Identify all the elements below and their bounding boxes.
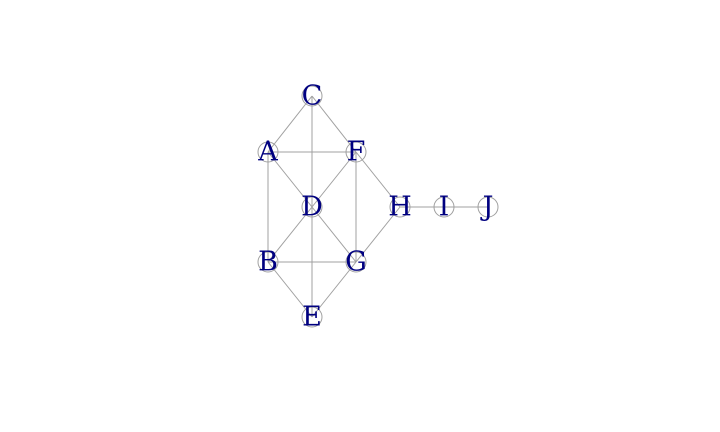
node-circle	[477, 196, 499, 218]
node-label: G	[345, 247, 367, 278]
edge-g-e	[311, 261, 357, 318]
node-circle	[433, 196, 455, 218]
edge-c-f	[311, 95, 357, 153]
node-circle	[301, 196, 323, 218]
node-circle	[257, 251, 279, 273]
edge-b-e	[267, 261, 313, 318]
node-circle	[257, 141, 279, 163]
node-j: J	[477, 192, 499, 223]
node-label: F	[347, 137, 366, 168]
node-label: B	[258, 247, 278, 278]
node-circle	[345, 141, 367, 163]
node-circle	[345, 251, 367, 273]
node-label: H	[388, 192, 412, 223]
node-c: C	[301, 81, 323, 112]
edge-f-h	[355, 151, 401, 208]
node-label: E	[302, 302, 322, 333]
edge-a-c	[267, 95, 313, 153]
node-label: I	[439, 192, 450, 223]
edge-d-g	[311, 206, 357, 263]
edge-g-h	[355, 206, 401, 263]
node-g: G	[345, 247, 367, 278]
node-circle	[301, 85, 323, 107]
edge-layer	[267, 95, 488, 318]
node-label: D	[301, 192, 323, 223]
node-a: A	[257, 137, 279, 168]
node-f: F	[345, 137, 367, 168]
edge-f-d	[311, 151, 357, 208]
node-h: H	[388, 192, 412, 223]
node-circle	[301, 306, 323, 328]
node-circle	[389, 196, 411, 218]
edge-d-b	[267, 206, 313, 263]
node-d: D	[301, 192, 323, 223]
node-e: E	[301, 302, 323, 333]
node-label: C	[302, 81, 323, 112]
node-b: B	[257, 247, 279, 278]
node-label: A	[257, 137, 278, 168]
node-i: I	[433, 192, 455, 223]
node-label: J	[480, 192, 494, 223]
edge-a-d	[267, 151, 313, 208]
